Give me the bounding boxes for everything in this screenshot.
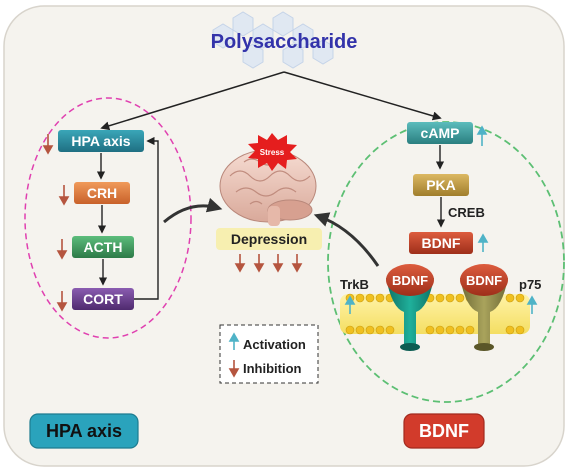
hpa-flow-arrows: [96, 136, 159, 300]
inhibition-arrow-icon: [56, 291, 68, 312]
p75-bdnf-label: BDNF: [466, 273, 502, 288]
trkb-receptor-icon: [386, 278, 434, 351]
bdnf-label: BDNF: [422, 235, 461, 251]
hpa-axis-footer-label: HPA axis: [46, 421, 122, 441]
inhibition-arrow-icon: [58, 185, 70, 206]
inhibition-arrow-icon: [253, 254, 265, 273]
camp-label: cAMP: [421, 125, 460, 141]
hpa-to-brain-arrow: [163, 197, 223, 224]
bdnf-node-pka: PKA: [413, 174, 469, 196]
brain-icon: [219, 149, 317, 226]
inhibition-arrow-icon: [234, 254, 246, 273]
hpa-node-cort: CORT: [72, 288, 134, 310]
inhibition-arrow-icon: [291, 254, 303, 273]
pka-label: PKA: [426, 177, 456, 193]
legend: Activation Inhibition: [219, 324, 319, 384]
hpa-axis-label: HPA axis: [71, 133, 130, 149]
hpa-node-hpa-axis: HPA axis: [58, 130, 144, 152]
hpa-node-crh: CRH: [74, 182, 130, 204]
activation-arrow-icon: [476, 125, 488, 146]
acth-label: ACTH: [84, 239, 123, 255]
bdnf-footer-badge: BDNF: [403, 413, 485, 449]
depression-badge: Depression: [216, 228, 322, 250]
cell-membrane: [340, 293, 530, 335]
cort-label: CORT: [83, 291, 123, 307]
stress-burst-icon: Stress: [248, 133, 297, 171]
bdnf-footer-label: BDNF: [419, 421, 469, 441]
trkb-bdnf-ligand: BDNF: [386, 264, 434, 296]
inhibition-arrow-icon: [272, 254, 284, 273]
depression-inhibition-arrows: [234, 254, 303, 273]
bdnf-node-bdnf: BDNF: [409, 232, 473, 254]
activation-arrow-icon: [477, 233, 489, 252]
creb-label: CREB: [448, 205, 485, 220]
title-branch-arrows: [100, 71, 442, 131]
legend-activation-label: Activation: [243, 337, 306, 352]
activation-arrow-icon: [526, 295, 538, 314]
trkb-bdnf-label: BDNF: [392, 273, 428, 288]
trkb-label: TrkB: [340, 277, 369, 292]
crh-label: CRH: [87, 185, 117, 201]
legend-inhibition-label: Inhibition: [243, 361, 302, 376]
inhibition-arrow-icon: [228, 360, 240, 378]
title-label: Polysaccharide: [211, 31, 358, 53]
inhibition-arrow-icon: [56, 239, 68, 260]
p75-bdnf-ligand: BDNF: [460, 264, 508, 296]
phospholipid-heads: [345, 293, 525, 335]
activation-arrow-icon: [344, 295, 356, 314]
hpa-axis-footer-badge: HPA axis: [29, 413, 139, 449]
p75-label: p75: [519, 277, 541, 292]
stress-label: Stress: [260, 148, 285, 157]
hpa-node-acth: ACTH: [72, 236, 134, 258]
activation-arrow-icon: [228, 332, 240, 350]
hpa-region-outline: [24, 97, 192, 339]
inhibition-arrow-icon: [42, 134, 54, 155]
depression-label: Depression: [231, 231, 307, 247]
bdnf-node-camp: cAMP: [407, 122, 473, 144]
hpa-inhibition-arrows: [42, 134, 70, 312]
p75-receptor-icon: [460, 278, 508, 351]
bdnf-to-brain-arrow: [313, 212, 380, 267]
polysaccharide-molecule-icon: [212, 11, 334, 69]
